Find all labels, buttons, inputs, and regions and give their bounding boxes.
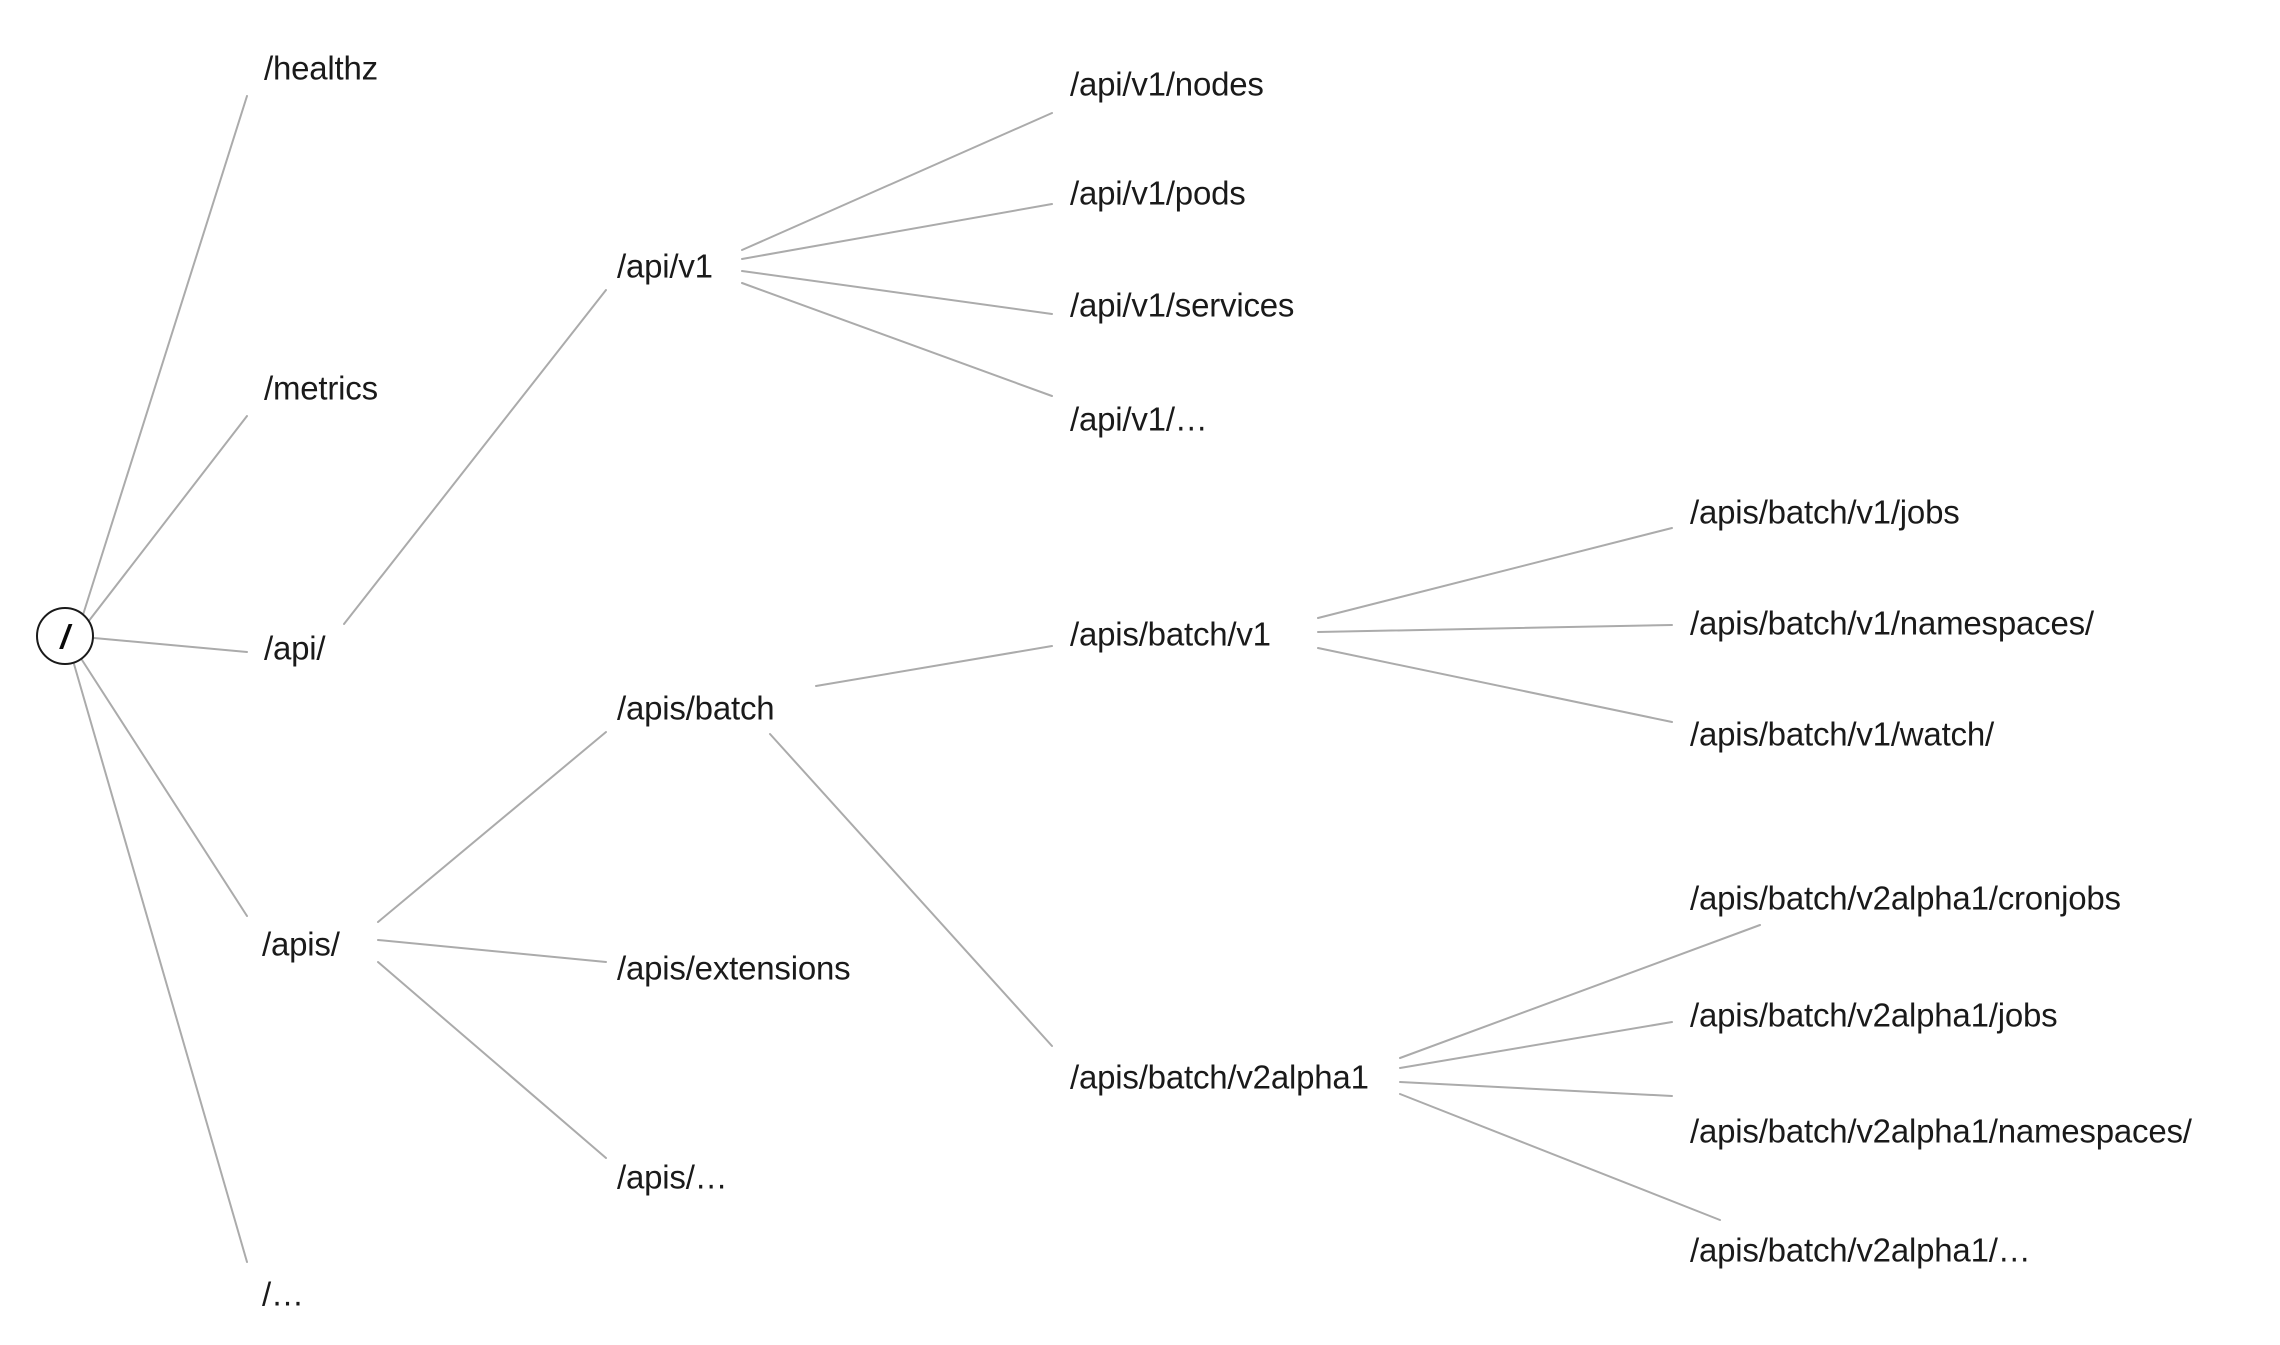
tree-node-api-v1[interactable]: /api/v1: [617, 247, 713, 285]
tree-node-api-v1-pods[interactable]: /api/v1/pods: [1070, 174, 1246, 212]
tree-edge: [377, 961, 607, 1159]
tree-node-batch-v1-watch[interactable]: /apis/batch/v1/watch/: [1690, 715, 1994, 753]
tree-node-batch-v1-jobs[interactable]: /apis/batch/v1/jobs: [1690, 493, 1960, 531]
tree-edge: [1317, 527, 1673, 619]
tree-edge: [741, 282, 1053, 397]
tree-edge: [1317, 624, 1673, 633]
tree-edge: [377, 731, 607, 923]
tree-edge: [81, 659, 248, 917]
tree-edge: [1399, 924, 1761, 1059]
tree-node-api-v1-services[interactable]: /api/v1/services: [1070, 286, 1295, 324]
tree-edge: [769, 733, 1053, 1047]
tree-edge: [73, 663, 248, 1263]
tree-node-batch-v2a1-jobs[interactable]: /apis/batch/v2alpha1/jobs: [1690, 996, 2058, 1034]
tree-edge: [741, 112, 1053, 251]
tree-node-batch-v2a1[interactable]: /apis/batch/v2alpha1: [1070, 1058, 1369, 1096]
tree-edge: [741, 270, 1053, 315]
tree-edge: [815, 645, 1053, 687]
tree-edge: [1317, 647, 1673, 723]
tree-node-apis-extensions[interactable]: /apis/extensions: [617, 949, 851, 987]
root-node-label: /: [60, 617, 70, 655]
tree-node-apis-dots[interactable]: /apis/…: [617, 1158, 728, 1196]
tree-node-batch-v1[interactable]: /apis/batch/v1: [1070, 615, 1271, 653]
tree-node-batch-v1-ns[interactable]: /apis/batch/v1/namespaces/: [1690, 604, 2094, 642]
tree-node-batch-v2a1-dots[interactable]: /apis/batch/v2alpha1/…: [1690, 1231, 2031, 1269]
tree-node-batch-v2a1-ns[interactable]: /apis/batch/v2alpha1/namespaces/: [1690, 1112, 2192, 1150]
tree-edge: [343, 289, 607, 625]
tree-node-batch-v2a1-cron[interactable]: /apis/batch/v2alpha1/cronjobs: [1690, 879, 2121, 917]
tree-edge: [741, 203, 1053, 260]
tree-node-apis-batch[interactable]: /apis/batch: [617, 689, 775, 727]
tree-edge: [377, 939, 607, 963]
tree-node-healthz[interactable]: /healthz: [264, 49, 378, 87]
tree-node-apis[interactable]: /apis/: [262, 925, 340, 963]
tree-edge: [87, 415, 248, 623]
tree-node-api-v1-dots[interactable]: /api/v1/…: [1070, 400, 1208, 438]
tree-edge: [81, 95, 248, 619]
tree-node-metrics[interactable]: /metrics: [264, 369, 378, 407]
tree-node-api-v1-nodes[interactable]: /api/v1/nodes: [1070, 65, 1264, 103]
tree-node-rootdots[interactable]: /…: [262, 1275, 304, 1313]
tree-edge: [1399, 1081, 1673, 1097]
root-node[interactable]: /: [36, 607, 94, 665]
tree-edge: [93, 637, 248, 653]
tree-node-api[interactable]: /api/: [264, 629, 326, 667]
tree-edge: [1399, 1093, 1721, 1221]
tree-edge: [1399, 1021, 1673, 1069]
